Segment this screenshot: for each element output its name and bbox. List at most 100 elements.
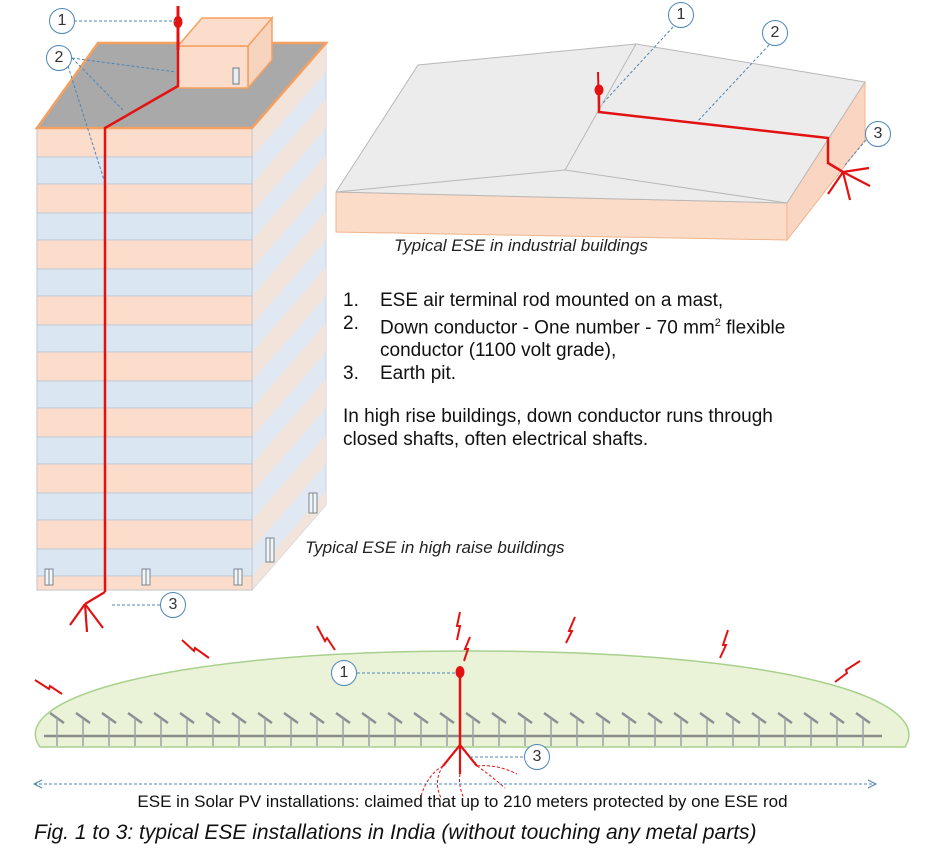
floor-stripe [36,407,253,438]
side-stripe [252,379,326,493]
legend-item-2-text: Down conductor - One number - 70 mm [380,317,715,339]
side-stripe [252,267,326,381]
earth-pit-3 [442,744,478,774]
solar-panel [621,711,637,746]
side-stripe [252,211,326,325]
side-stripe [252,491,326,590]
solar-panel [205,711,221,746]
protection-range-arrow [32,779,878,789]
caption-industrial: Typical ESE in industrial buildings [394,236,648,255]
roof-hut-top [176,17,274,47]
floor-stripe [36,463,253,494]
earth-pit-3-dashes [420,765,518,799]
legend-note-line2: closed shafts, often electrical shafts. [343,429,649,450]
industrial-ese-head [594,84,604,96]
legend-item-3: 3. Earth pit. [343,362,785,385]
floor-stripe [36,519,253,550]
callout-industrial-2: 2 [762,20,788,46]
lightning-strikes [34,611,861,695]
legend-item-2-line2: conductor (1100 volt grade), [380,340,617,362]
legend-list: 1. ESE air terminal rod mounted on a mas… [343,289,785,385]
solar-leader-lines [357,672,524,758]
solar-panel [309,711,325,746]
solar-panel [257,711,273,746]
callout-industrial-3: 3 [865,121,891,147]
callout-high-rise-3: 3 [160,592,186,618]
solar-panel [361,711,377,746]
callout-solar-3: 3 [524,744,550,770]
building-doors [44,492,318,586]
solar-panel [803,711,819,746]
caption-high-rise: Typical ESE in high raise buildings [305,538,565,557]
callout-solar-1: 1 [331,660,357,686]
industrial-roof [335,43,866,204]
solar-panel [673,711,689,746]
solar-panel [153,711,169,746]
callout-high-rise-2: 2 [46,45,72,71]
building-side-stripes [252,43,326,590]
floor-stripe [36,380,253,409]
legend-item-2-sup: 2 [714,317,721,329]
legend-item-2: 2. Down conductor - One number - 70 mm2 … [343,312,785,362]
legend-item-3-num: 3. [343,363,359,385]
floor-stripe [36,492,253,521]
solar-panel [465,711,481,746]
side-stripe [252,155,326,269]
roof-hut-door [232,67,240,85]
solar-panel [725,711,741,746]
legend-note: In high rise buildings, down conductor r… [343,405,843,451]
callout-high-rise-1: 1 [49,8,75,34]
floor-stripe [36,324,253,353]
floor-stripe [36,156,253,185]
solar-panel [829,711,845,746]
solar-panel [439,711,455,746]
solar-panel [231,711,247,746]
solar-panel [777,711,793,746]
solar-installation [32,611,910,799]
solar-panel [179,711,195,746]
side-stripe [252,323,326,437]
solar-panel-array [49,711,871,746]
solar-panel [647,711,663,746]
legend-item-2-num: 2. [343,313,359,334]
solar-panel [413,711,429,746]
solar-panel [101,711,117,746]
floor-stripe [36,351,253,382]
down-conductor [103,30,180,592]
solar-panel [569,711,585,746]
legend-item-1-num: 1. [343,290,359,311]
industrial-building [335,26,871,242]
floor-stripe [36,436,253,465]
floor-stripe [36,127,253,158]
earth-pit-2 [827,166,871,201]
side-stripe [252,99,326,213]
solar-panel [595,711,611,746]
solar-panel [127,711,143,746]
solar-panel [491,711,507,746]
legend-note-line1: In high rise buildings, down conductor r… [343,406,773,427]
earth-pit-1 [69,591,106,633]
building-floor-stripes [36,127,253,591]
solar-panel [855,711,871,746]
legend-item-3-text: Earth pit. [380,363,457,385]
side-stripe [252,43,326,157]
solar-panel [335,711,351,746]
solar-panel [283,711,299,746]
high-rise-building [34,6,329,633]
floor-stripe [36,268,253,297]
ese-air-terminal-head [173,16,183,28]
legend-item-1-text: ESE air terminal rod mounted on a mast, [380,290,724,311]
floor-stripe [36,239,253,270]
solar-ese-head [455,666,465,678]
side-stripe [252,435,326,549]
figure-caption: Fig. 1 to 3: typical ESE installations i… [34,821,757,844]
high-rise-leader-lines [67,20,177,606]
caption-solar: ESE in Solar PV installations: claimed t… [137,792,788,811]
floor-stripe [36,212,253,241]
solar-panel [49,711,65,746]
solar-panel [543,711,559,746]
industrial-leader-lines [602,26,867,166]
industrial-roof-ridges [335,43,788,204]
callout-industrial-1: 1 [668,2,694,28]
